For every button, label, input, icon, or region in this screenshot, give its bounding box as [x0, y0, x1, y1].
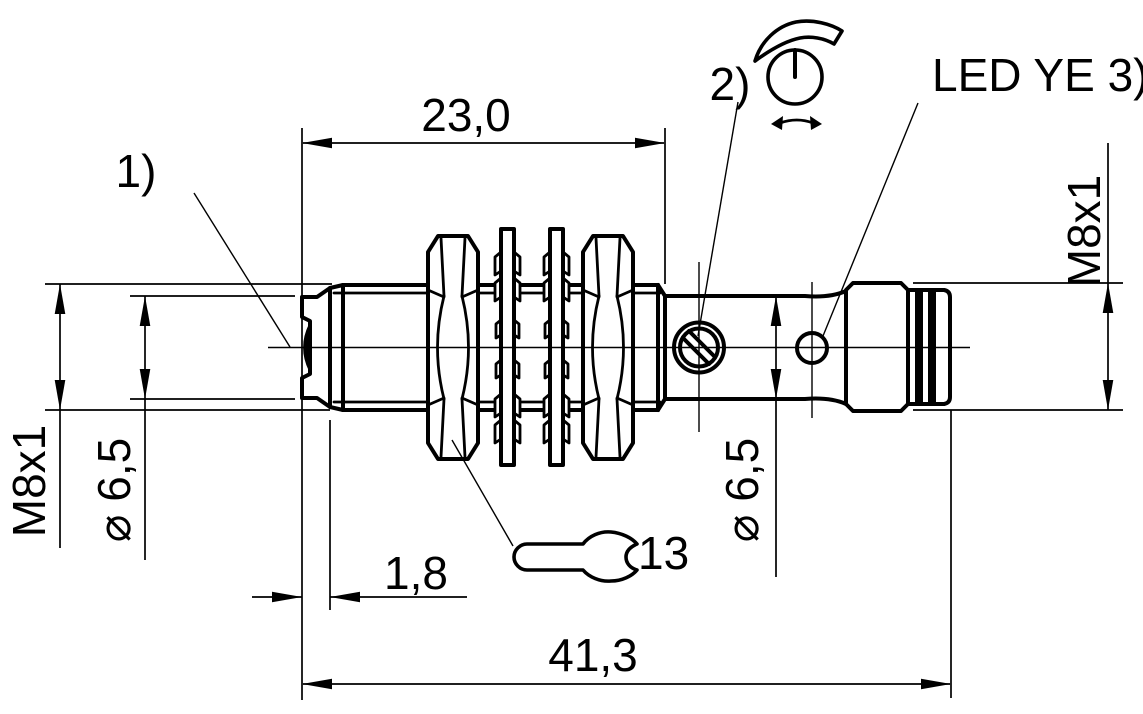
wrench-size-label: 13 — [638, 527, 689, 579]
dim-tip-protrusion: 1,8 — [252, 420, 467, 610]
callout-1-label: 1) — [116, 145, 157, 197]
dim-thread-length: 23,0 — [301, 89, 666, 700]
centerlines — [268, 262, 970, 432]
dim-thread-left-label: M8x1 — [3, 425, 55, 537]
dim-tip-diameter: ⌀ 6,5 — [88, 295, 295, 560]
callout-2-label: 2) — [710, 58, 751, 110]
dim-total-length-label: 41,3 — [548, 629, 638, 681]
dim-tip-diameter-label: ⌀ 6,5 — [88, 438, 140, 542]
callout-adjuster: 2) — [697, 58, 751, 337]
potentiometer-rotate-icon — [753, 19, 844, 130]
dim-total-length: 41,3 — [302, 410, 952, 698]
dim-connector-thread-label: M8x1 — [1058, 175, 1110, 287]
wrench-callout: 13 — [451, 439, 689, 583]
dim-tip-protrusion-label: 1,8 — [384, 547, 448, 599]
dim-thread-length-label: 23,0 — [421, 89, 511, 141]
callout-led: LED YE 3) — [822, 49, 1143, 337]
callout-led-label: LED YE 3) — [932, 49, 1143, 101]
callout-sensing-face: 1) — [116, 145, 291, 348]
dim-thread-left: M8x1 — [3, 283, 332, 548]
dim-body-diameter: ⌀ 6,5 — [716, 296, 782, 577]
dim-connector-thread: M8x1 — [913, 143, 1123, 411]
dim-body-diameter-label: ⌀ 6,5 — [716, 438, 768, 542]
open-end-wrench-icon — [512, 530, 639, 583]
